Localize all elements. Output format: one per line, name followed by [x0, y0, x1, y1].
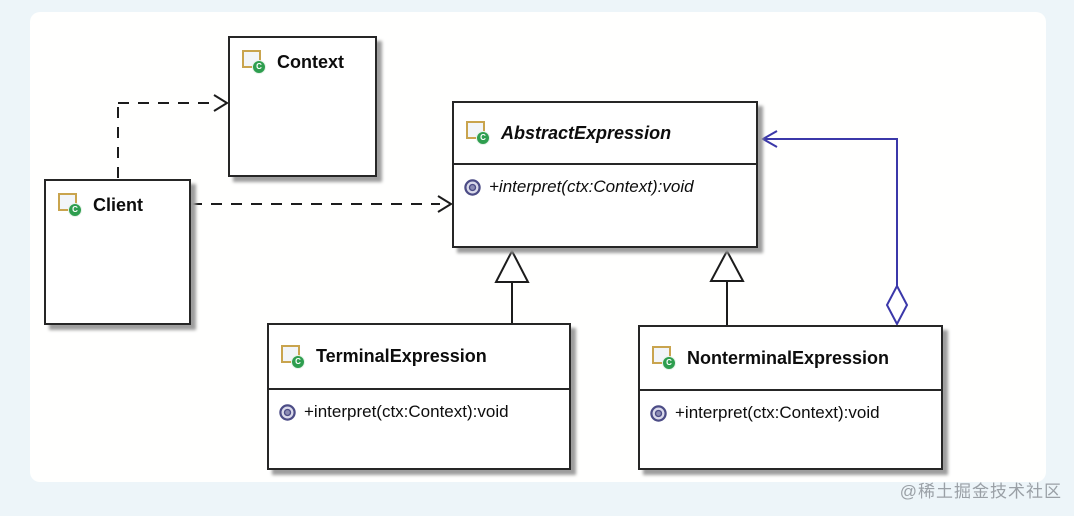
method-icon	[464, 178, 481, 196]
open-arrowhead-icon	[213, 94, 229, 112]
class-methods: +interpret(ctx:Context):void	[269, 390, 569, 422]
method-label: +interpret(ctx:Context):void	[489, 177, 694, 196]
class-box-context: C Context	[228, 36, 377, 177]
class-header: C TerminalExpression	[269, 325, 569, 390]
class-box-nonterminalexpression: C NonterminalExpression +interpret(ctx:C…	[638, 325, 943, 470]
class-icon-letter: C	[295, 356, 301, 366]
hollow-triangle-icon	[709, 248, 745, 282]
class-icon-letter: C	[256, 62, 262, 71]
class-methods: +interpret(ctx:Context):void	[454, 165, 756, 197]
method-label: +interpret(ctx:Context):void	[304, 402, 509, 421]
method-row: +interpret(ctx:Context):void	[279, 402, 559, 422]
open-arrowhead-icon	[437, 195, 453, 213]
watermark-text: @稀土掘金技术社区	[899, 482, 1062, 501]
class-icon-badge: C	[476, 131, 490, 145]
class-icon-badge: C	[68, 203, 82, 217]
hollow-triangle-icon	[494, 248, 530, 283]
dependency-client-to-context	[117, 94, 229, 178]
aggregation-nonterminal-abstract	[760, 130, 909, 327]
class-icon: C	[652, 346, 677, 370]
class-icon-badge: C	[291, 354, 305, 369]
class-name: TerminalExpression	[316, 346, 487, 366]
class-icon: C	[242, 50, 267, 74]
class-box-client: C Client	[44, 179, 191, 325]
dependency-client-to-abstractexpression	[191, 195, 453, 213]
class-header: C Client	[46, 181, 189, 229]
method-row: +interpret(ctx:Context):void	[464, 177, 746, 197]
open-arrowhead-icon	[760, 130, 778, 148]
class-name: Client	[93, 194, 144, 215]
class-icon-letter: C	[480, 133, 486, 142]
method-row: +interpret(ctx:Context):void	[650, 403, 931, 423]
generalization-terminal-to-abstract	[494, 248, 530, 323]
class-icon-letter: C	[72, 205, 78, 214]
method-icon	[279, 403, 296, 421]
method-icon	[650, 404, 667, 422]
generalization-nonterminal-to-abstract	[709, 248, 745, 325]
class-icon-badge: C	[662, 356, 676, 370]
class-name: Context	[277, 51, 344, 72]
class-icon: C	[58, 193, 83, 217]
class-box-abstractexpression: C AbstractExpression +interpret(ctx:Cont…	[452, 101, 758, 248]
class-name: AbstractExpression	[501, 122, 672, 143]
hollow-diamond-icon	[885, 283, 909, 327]
class-box-terminalexpression: C TerminalExpression +interpret(ctx:Cont…	[267, 323, 571, 470]
class-icon: C	[281, 344, 306, 369]
class-icon-badge: C	[252, 60, 266, 74]
class-header: C Context	[230, 38, 375, 86]
class-name: NonterminalExpression	[687, 347, 890, 368]
class-header: C AbstractExpression	[454, 103, 756, 165]
class-icon-letter: C	[666, 358, 672, 367]
class-methods: +interpret(ctx:Context):void	[640, 391, 941, 423]
method-label: +interpret(ctx:Context):void	[675, 403, 880, 422]
class-header: C NonterminalExpression	[640, 327, 941, 391]
class-icon: C	[466, 121, 491, 145]
